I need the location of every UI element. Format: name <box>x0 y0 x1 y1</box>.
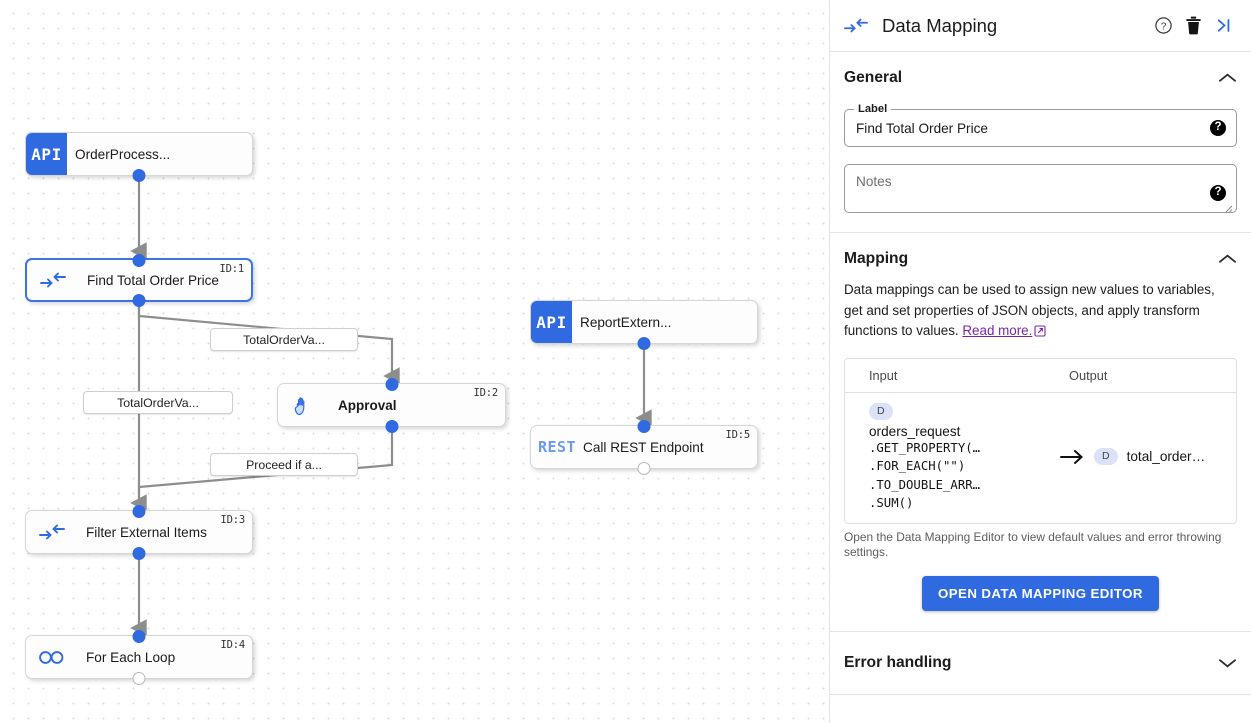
input-type-badge: D <box>869 402 893 420</box>
node-title: ReportExtern... <box>580 314 672 330</box>
node-id-label: ID:5 <box>725 429 751 441</box>
edge-label[interactable]: TotalOrderVa... <box>210 328 358 351</box>
workflow-node-find-total-order-price[interactable]: Find Total Order Price ID:1 <box>25 253 253 307</box>
node-port-bottom[interactable] <box>385 419 398 433</box>
mapping-arrow-icon <box>1050 448 1094 466</box>
chevron-up-icon[interactable] <box>1218 253 1237 265</box>
node-port-top[interactable] <box>132 504 146 518</box>
properties-panel: Data Mapping ? <box>830 0 1251 723</box>
mapping-section-title: Mapping <box>844 250 909 267</box>
node-port-top[interactable] <box>132 629 146 643</box>
chevron-down-icon[interactable] <box>1218 657 1237 669</box>
workflow-edges <box>130 176 652 637</box>
node-title: Find Total Order Price <box>87 272 219 288</box>
notes-field[interactable]: Notes ? <box>844 164 1237 213</box>
node-id-label: ID:4 <box>220 639 246 651</box>
column-header-output: Output <box>1069 367 1108 383</box>
mapping-table-header: Input Output <box>845 359 1236 393</box>
mapping-description-text: Data mappings can be used to assign new … <box>844 282 1215 338</box>
notes-help-icon[interactable]: ? <box>1210 185 1226 201</box>
node-title: For Each Loop <box>86 649 176 665</box>
collapse-panel-icon[interactable] <box>1208 11 1238 41</box>
trash-icon[interactable] <box>1178 11 1208 41</box>
data-mapping-icon <box>844 18 868 33</box>
mapping-output-cell: D total_order… <box>1094 448 1236 466</box>
workflow-node-reportextern[interactable]: API ReportExtern... <box>530 300 758 350</box>
svg-text:?: ? <box>1160 21 1166 32</box>
node-port-bottom[interactable] <box>132 546 146 560</box>
external-link-icon <box>1034 323 1046 344</box>
section-divider <box>830 630 1251 632</box>
mapping-input-cell: D orders_request .GET_PROPERTY(… .FOR_EA… <box>845 401 1050 513</box>
workflow-node-call-rest-endpoint[interactable]: REST Call REST Endpoint ID:5 <box>530 419 758 475</box>
rest-badge: REST <box>537 438 577 456</box>
node-port-bottom[interactable] <box>637 336 651 350</box>
canvas-divider <box>829 0 830 723</box>
node-port-top[interactable] <box>385 377 398 391</box>
mapping-section: Mapping Data mappings can be used to ass… <box>830 233 1251 631</box>
help-circle-icon[interactable]: ? <box>1148 11 1178 41</box>
label-field-value: Find Total Order Price <box>856 120 988 136</box>
node-port-top[interactable] <box>637 419 651 433</box>
mapping-description: Data mappings can be used to assign new … <box>844 280 1237 344</box>
node-port-bottom[interactable] <box>132 168 146 182</box>
workflow-node-for-each-loop[interactable]: For Each Loop ID:4 <box>25 629 253 685</box>
node-port-bottom[interactable] <box>637 461 651 475</box>
output-variable: total_order… <box>1126 449 1206 465</box>
node-title: OrderProcess... <box>75 146 171 162</box>
input-expression-line: .GET_PROPERTY(… <box>869 440 981 455</box>
section-divider <box>830 693 1251 695</box>
read-more-link[interactable]: Read more. <box>962 323 1033 338</box>
error-handling-section-title: Error handling <box>844 653 952 671</box>
node-title: Filter External Items <box>86 524 207 540</box>
open-data-mapping-editor-button[interactable]: OPEN DATA MAPPING EDITOR <box>922 575 1159 611</box>
mapping-table: Input Output D orders_request .GET_PROPE… <box>844 357 1237 524</box>
chevron-up-icon[interactable] <box>1218 72 1237 84</box>
mapping-footnote: Open the Data Mapping Editor to view def… <box>844 529 1222 559</box>
data-mapping-icon <box>27 272 79 288</box>
edge-label[interactable]: TotalOrderVa... <box>83 391 233 414</box>
workflow-node-approval[interactable]: Approval ID:2 <box>277 377 506 433</box>
notes-placeholder: Notes <box>856 174 892 189</box>
node-title: Approval <box>338 397 397 413</box>
general-section: General Label Find Total Order Price ? N… <box>830 52 1251 232</box>
input-expression-line: .FOR_EACH("") <box>869 459 966 474</box>
loop-icon <box>26 650 78 665</box>
node-id-label: ID:3 <box>220 514 246 526</box>
api-badge: API <box>26 133 67 175</box>
input-expression-line: .SUM() <box>869 496 914 511</box>
label-field[interactable]: Label Find Total Order Price ? <box>844 103 1237 147</box>
column-header-input: Input <box>869 367 898 383</box>
workflow-node-orderprocess[interactable]: API OrderProcess... <box>25 132 253 182</box>
label-help-icon[interactable]: ? <box>1210 120 1226 136</box>
general-section-header[interactable]: General <box>844 69 1237 87</box>
output-type-badge: D <box>1094 448 1118 466</box>
error-handling-section: Error handling <box>830 632 1251 694</box>
node-id-label: ID:2 <box>473 387 499 399</box>
api-badge: API <box>531 301 572 343</box>
hand-icon <box>278 395 330 416</box>
mapping-table-row[interactable]: D orders_request .GET_PROPERTY(… .FOR_EA… <box>845 393 1236 523</box>
general-section-title: General <box>844 69 903 86</box>
section-divider <box>830 232 1251 233</box>
node-port-bottom[interactable] <box>132 671 146 685</box>
panel-title: Data Mapping <box>882 14 998 36</box>
resize-grip-icon[interactable] <box>1223 200 1233 213</box>
error-handling-section-header[interactable]: Error handling <box>844 654 1237 672</box>
workflow-canvas[interactable]: API OrderProcess... Find Total Order Pri… <box>0 0 830 723</box>
node-port-bottom[interactable] <box>132 293 146 307</box>
edge-label[interactable]: Proceed if a... <box>210 453 358 476</box>
input-variable: orders_request <box>869 423 961 439</box>
panel-header: Data Mapping ? <box>830 0 1251 52</box>
workflow-node-filter-external-items[interactable]: Filter External Items ID:3 <box>25 504 253 560</box>
node-id-label: ID:1 <box>219 263 245 275</box>
node-port-top[interactable] <box>132 253 146 267</box>
data-mapping-icon <box>26 524 78 540</box>
node-title: Call REST Endpoint <box>583 439 704 455</box>
input-expression-line: .TO_DOUBLE_ARR… <box>869 477 981 492</box>
label-field-legend: Label <box>854 103 892 115</box>
mapping-section-header[interactable]: Mapping <box>844 250 1237 268</box>
